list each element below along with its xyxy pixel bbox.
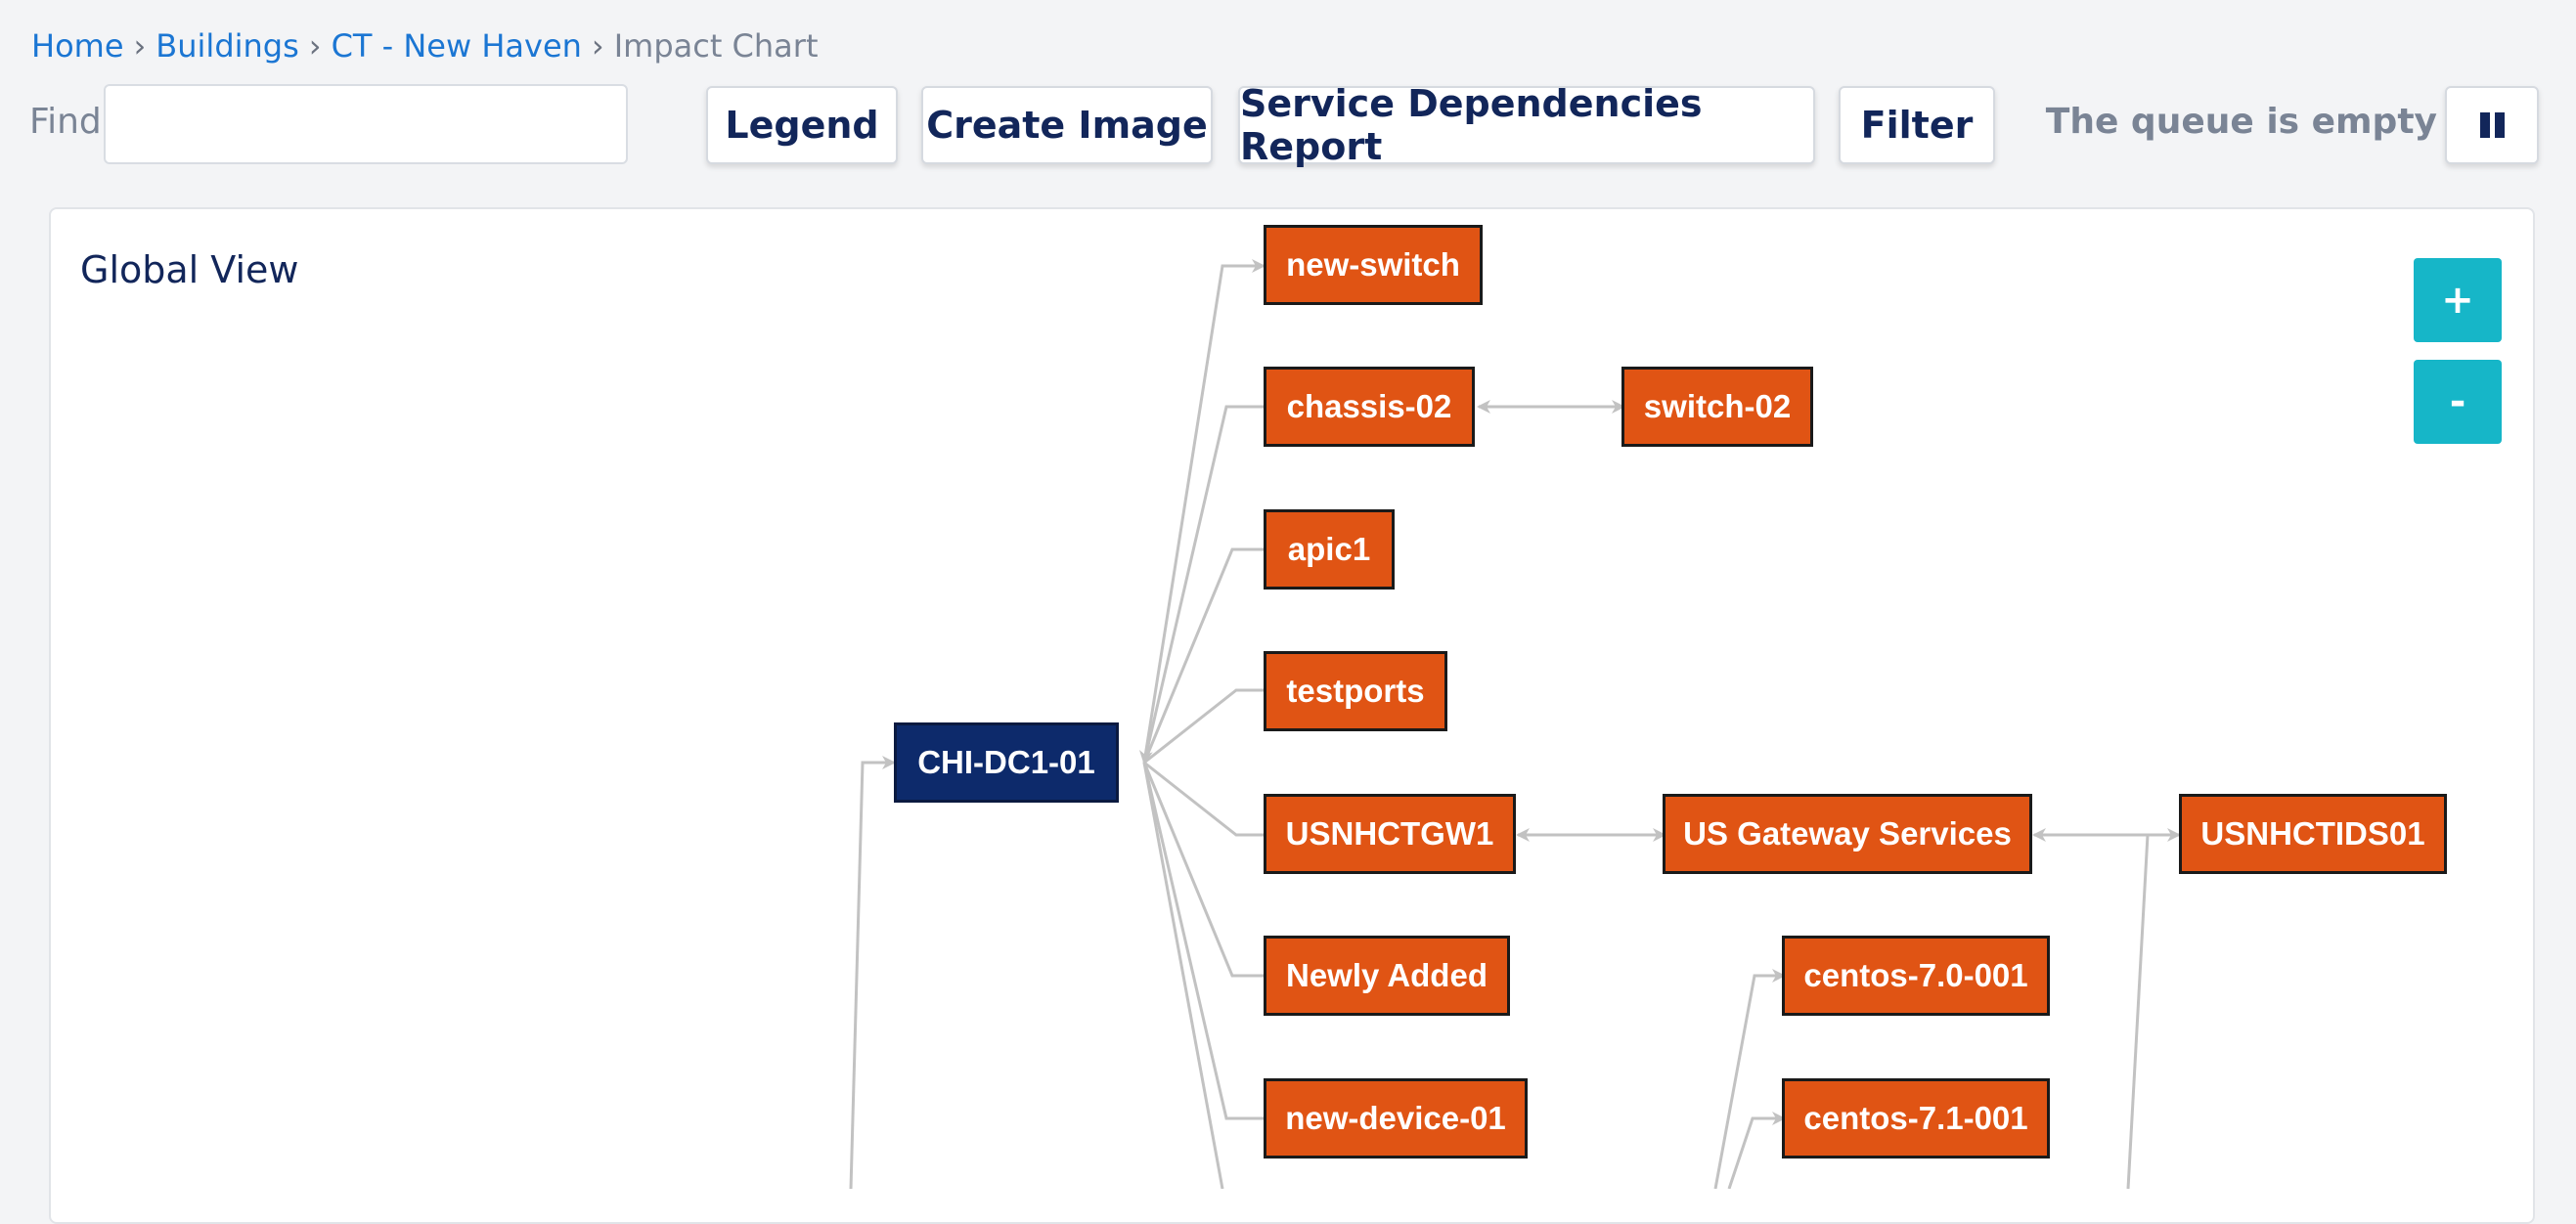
zoom-out-button[interactable]: -: [2414, 360, 2502, 444]
breadcrumb-ct-new-haven[interactable]: CT - New Haven: [331, 27, 582, 65]
node-chi-dc1-01[interactable]: CHI-DC1-01: [894, 722, 1119, 803]
breadcrumb: Home›Buildings›CT - New Haven›Impact Cha…: [31, 27, 818, 65]
node-apic1[interactable]: apic1: [1264, 509, 1395, 590]
edge: [1142, 762, 1224, 1189]
breadcrumb-buildings[interactable]: Buildings: [155, 27, 299, 65]
node-usnhctgw1[interactable]: USNHCTGW1: [1264, 794, 1516, 874]
filter-button[interactable]: Filter: [1839, 86, 1995, 164]
edge: [849, 756, 896, 1189]
node-switch-02[interactable]: switch-02: [1621, 367, 1813, 447]
pause-icon: [2479, 112, 2505, 138]
node-chassis-02[interactable]: chassis-02: [1264, 367, 1475, 447]
zoom-in-button[interactable]: +: [2414, 258, 2502, 342]
edge: [1142, 405, 1264, 764]
service-dependencies-report-button[interactable]: Service Dependencies Report: [1238, 82, 1815, 168]
edge: [1143, 761, 1264, 837]
graph-edges: [849, 259, 2181, 1189]
edge: [2126, 833, 2179, 1189]
edge: [1142, 547, 1264, 764]
node-us-gateway-services[interactable]: US Gateway Services: [1663, 794, 2032, 874]
edge: [1727, 1112, 1786, 1189]
node-newly-added[interactable]: Newly Added: [1264, 936, 1510, 1016]
node-usnhctids01[interactable]: USNHCTIDS01: [2179, 794, 2447, 874]
edge: [1138, 259, 1266, 765]
find-label: Find: [29, 102, 102, 142]
edge: [1142, 762, 1264, 978]
edge: [1713, 969, 1786, 1189]
legend-button[interactable]: Legend: [706, 86, 898, 164]
panel-title: Global View: [80, 248, 299, 291]
queue-status: The queue is empty: [2045, 102, 2437, 142]
breadcrumb-current: Impact Chart: [613, 27, 819, 65]
breadcrumb-home[interactable]: Home: [31, 27, 124, 65]
create-image-button[interactable]: Create Image: [921, 86, 1213, 164]
node-new-switch[interactable]: new-switch: [1264, 225, 1483, 305]
breadcrumb-separator: ›: [308, 27, 322, 65]
node-new-device-01[interactable]: new-device-01: [1264, 1078, 1528, 1158]
queue-pause-button[interactable]: [2445, 86, 2539, 164]
breadcrumb-separator: ›: [133, 27, 147, 65]
node-testports[interactable]: testports: [1264, 651, 1447, 731]
edge: [1142, 762, 1264, 1120]
breadcrumb-separator: ›: [591, 27, 604, 65]
node-centos-7-0-001[interactable]: centos-7.0-001: [1782, 936, 2050, 1016]
edge: [1143, 688, 1264, 765]
node-centos-7-1-001[interactable]: centos-7.1-001: [1782, 1078, 2050, 1158]
find-input[interactable]: [104, 84, 628, 164]
